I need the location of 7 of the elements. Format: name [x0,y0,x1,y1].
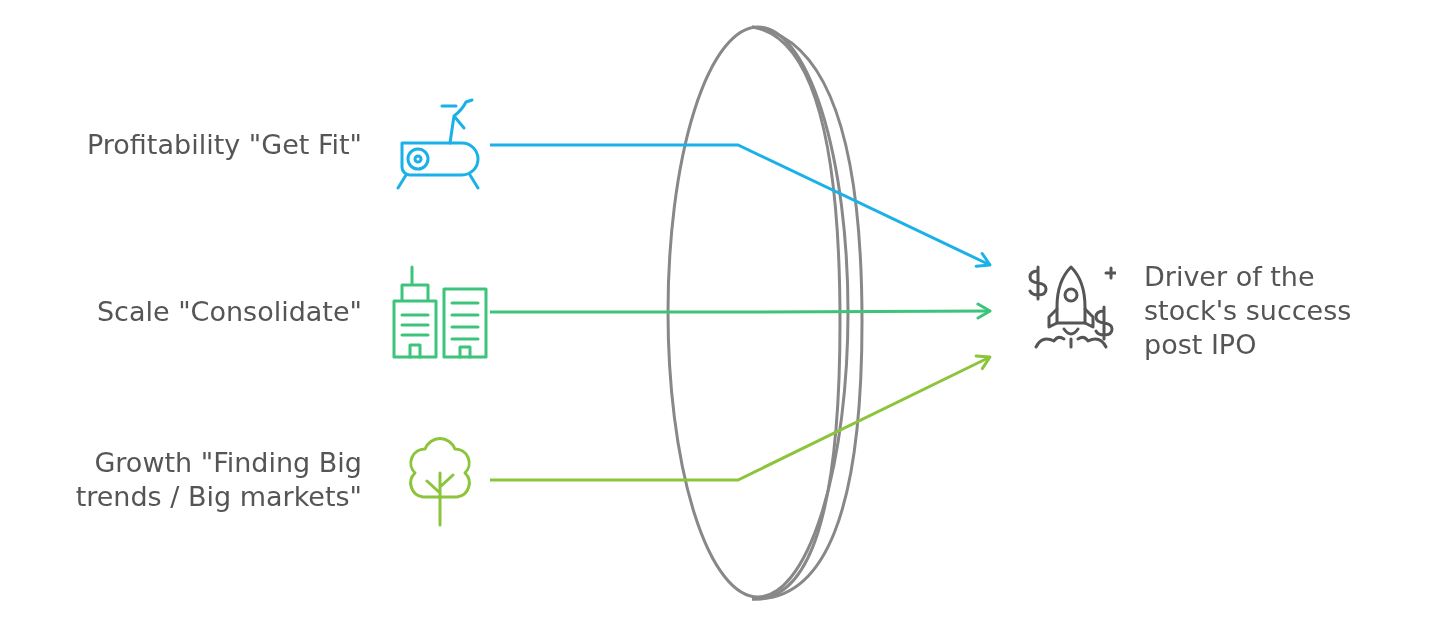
node-label: Driver of the stock's success post IPO [1144,260,1353,362]
node-label: Profitability "Get Fit" [86,128,362,162]
arrow [490,354,992,482]
node-label: Scale "Consolidate" [95,295,362,329]
arrow [490,302,992,320]
node-label: Growth "Finding Big trends / Big markets" [74,446,362,514]
arrow [490,143,992,268]
